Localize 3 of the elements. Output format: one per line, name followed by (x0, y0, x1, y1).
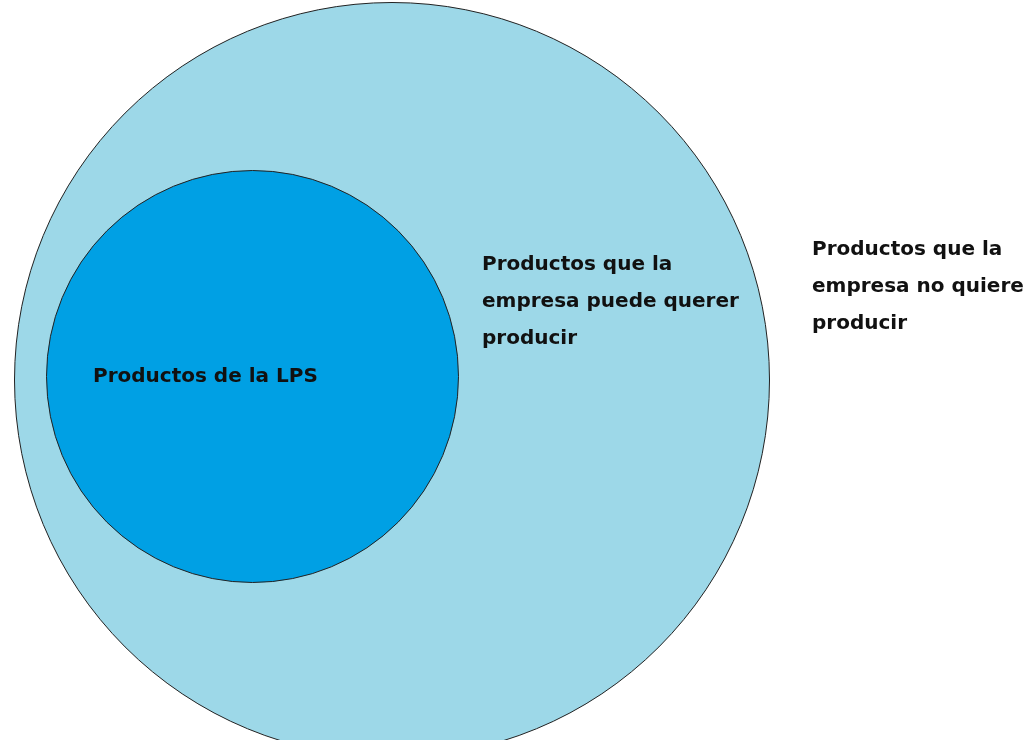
outside-label: Productos que la empresa no quiere producir (812, 235, 1025, 336)
region-label: Productos que la empresa puede querer producir (482, 250, 740, 351)
region-label: Productos de la LPS (93, 362, 319, 389)
